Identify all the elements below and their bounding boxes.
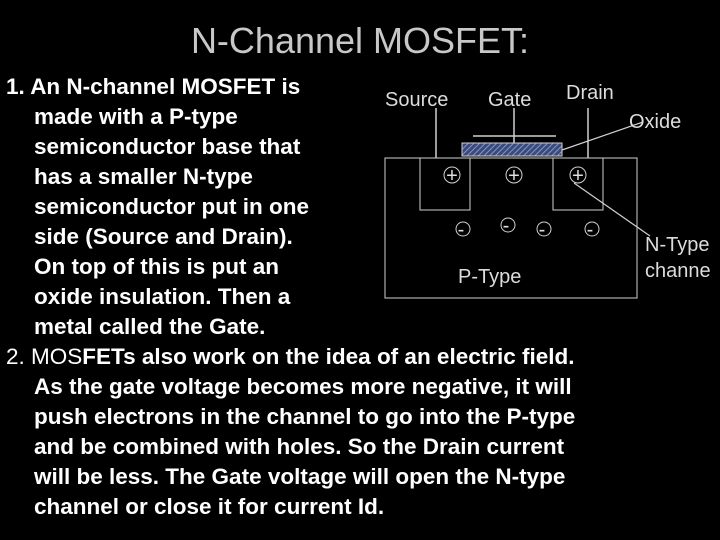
point-1-line: On top of this is put an xyxy=(34,254,279,279)
oxide-layer xyxy=(461,142,563,157)
drain-n-well xyxy=(552,157,604,211)
point-2-line: 2. MOSFETs also work on the idea of an e… xyxy=(6,342,720,372)
minus-symbol: - xyxy=(539,219,546,241)
channel-pointer-line xyxy=(573,182,651,237)
point-2-line: will be less. The Gate voltage will open… xyxy=(34,464,566,489)
plus-symbol: + xyxy=(572,165,584,187)
minus-symbol: - xyxy=(458,219,465,241)
electron-charge: - xyxy=(536,219,552,241)
point-1-line: metal called the Gate. xyxy=(34,314,266,339)
electron-charge: - xyxy=(500,215,516,237)
electron-charge: - xyxy=(584,219,600,241)
oxide-pointer-line xyxy=(561,121,644,151)
point-1-line: has a smaller N-type xyxy=(34,164,253,189)
point-2-line: push electrons in the channel to go into… xyxy=(34,404,576,429)
slide-title: N-Channel MOSFET: xyxy=(190,20,530,61)
source-n-well xyxy=(419,157,471,211)
point-2-number: 2. xyxy=(6,344,25,369)
hole-charge: + xyxy=(443,165,461,187)
point-1-line: oxide insulation. Then a xyxy=(34,284,291,309)
point-1: 1. An N-channel MOSFET is made with a P-… xyxy=(6,72,386,342)
point-1-line: made with a P-type xyxy=(34,104,238,129)
hole-charge: + xyxy=(569,165,587,187)
minus-symbol: - xyxy=(587,219,594,241)
point-2-text-bold: FETs also work on the idea of an electri… xyxy=(82,344,575,369)
n-type-channel-label-line2: channe xyxy=(645,260,711,282)
hole-charge: + xyxy=(505,165,523,187)
p-type-label: P-Type xyxy=(458,266,521,288)
point-2-line: channel or close it for current Id. xyxy=(34,494,385,519)
p-type-substrate xyxy=(384,157,638,299)
minus-symbol: - xyxy=(503,215,510,237)
point-1-line: side (Source and Drain). xyxy=(34,224,293,249)
point-1-text: An N-channel MOSFET is xyxy=(30,74,301,99)
plus-symbol: + xyxy=(446,165,458,187)
oxide-label: Oxide xyxy=(629,111,681,133)
point-1-number: 1. xyxy=(6,74,25,99)
plus-symbol: + xyxy=(508,165,520,187)
point-1-line: semiconductor put in one xyxy=(34,194,310,219)
point-2-text-plain: MOS xyxy=(31,344,83,369)
electron-charge: - xyxy=(455,219,471,241)
drain-label: Drain xyxy=(566,82,614,104)
n-type-channel-label-line1: N-Type xyxy=(645,234,709,256)
source-label: Source xyxy=(385,89,448,111)
point-2-line: As the gate voltage becomes more negativ… xyxy=(34,374,572,399)
point-1-line: 1. An N-channel MOSFET is xyxy=(6,72,386,102)
point-2-line: and be combined with holes. So the Drain… xyxy=(34,434,565,459)
gate-label: Gate xyxy=(488,89,531,111)
point-2: 2. MOSFETs also work on the idea of an e… xyxy=(6,342,720,522)
point-1-line: semiconductor base that xyxy=(34,134,301,159)
